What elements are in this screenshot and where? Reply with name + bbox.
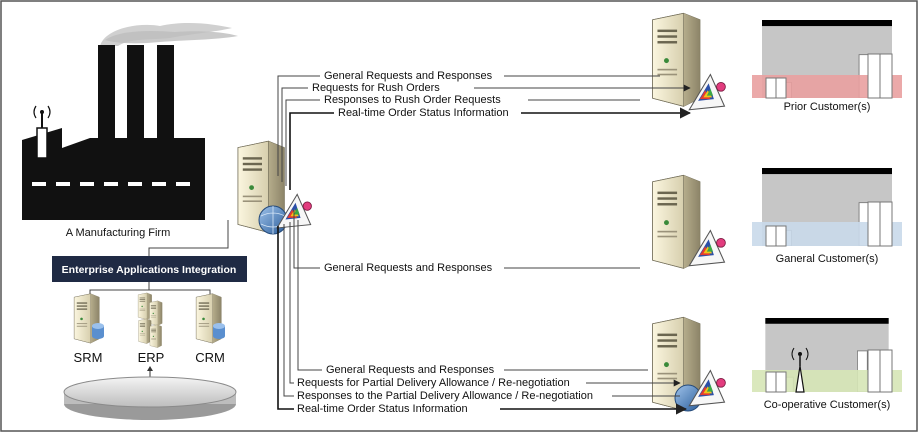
wireless-antenna-icon	[33, 105, 51, 159]
eai-box	[52, 256, 247, 282]
flow-coop-general: General Requests and Responses	[326, 364, 495, 376]
factory-icon	[22, 22, 238, 220]
prior-customer-label: Prior Customer(s)	[784, 101, 871, 113]
flow-general-general: General Requests and Responses	[324, 262, 493, 274]
flow-prior-general: General Requests and Responses	[324, 70, 493, 82]
cooperative-antenna-icon	[791, 347, 809, 393]
eai-label: Enterprise Applications Integration	[62, 264, 237, 276]
general-customer-label: Ganeral Customer(s)	[776, 253, 879, 265]
srm-server-icon	[73, 293, 104, 344]
erp-server-icon	[137, 292, 163, 348]
srm-label: SRM	[74, 350, 103, 365]
flow-prior-rush-requests: Requests for Rush Orders	[312, 82, 440, 94]
cooperative-customer-label: Co-operative Customer(s)	[764, 399, 891, 411]
cooperative-customer-building-icon	[752, 318, 902, 393]
erp-label: ERP	[138, 350, 165, 365]
cooperative-flows	[277, 220, 688, 415]
general-customer-building-icon	[752, 168, 902, 247]
flow-coop-partial-requests: Requests for Partial Delivery Allowance …	[297, 377, 570, 389]
general-flows	[293, 210, 640, 269]
flow-prior-rush-responses: Responses to Rush Order Requests	[324, 94, 501, 106]
crm-label: CRM	[195, 350, 225, 365]
prior-customer-building-icon	[752, 20, 902, 99]
firm-label: A Manufacturing Firm	[66, 227, 171, 239]
prior-flows	[277, 75, 692, 190]
database-icon	[63, 376, 237, 420]
flow-coop-partial-responses: Responses to the Partial Delivery Allowa…	[297, 390, 593, 402]
flow-prior-status: Real-time Order Status Information	[338, 107, 509, 119]
firm-web-server-icon	[237, 140, 313, 235]
flow-coop-status: Real-time Order Status Information	[297, 403, 468, 415]
crm-server-icon	[195, 293, 225, 344]
